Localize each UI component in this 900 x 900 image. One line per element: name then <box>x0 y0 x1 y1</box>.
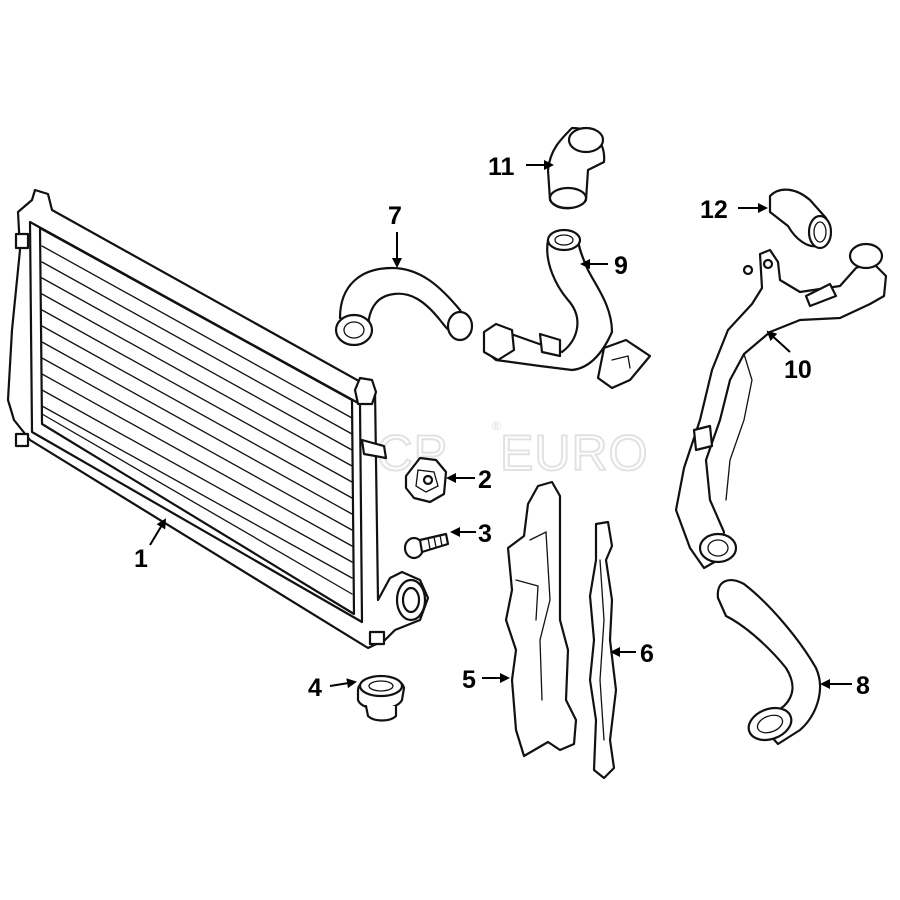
part-4-grommet <box>356 674 406 722</box>
callout-9: 9 <box>614 252 628 280</box>
watermark-registered: ® <box>492 419 501 433</box>
watermark-suffix: EURO <box>500 425 648 481</box>
part-7-hose <box>334 266 474 347</box>
callout-5: 5 <box>462 666 476 694</box>
part-9-charge-pipe <box>482 228 652 390</box>
part-2-bracket <box>404 456 448 504</box>
part-8-hose <box>716 579 821 746</box>
callout-11: 11 <box>488 153 515 181</box>
part-11-elbow-hose <box>546 126 606 210</box>
callout-3: 3 <box>478 520 492 548</box>
intercooler-fins <box>41 245 353 595</box>
callout-6: 6 <box>640 640 654 668</box>
part-1-intercooler <box>6 188 430 650</box>
part-5-air-guide <box>504 480 578 758</box>
callout-2: 2 <box>478 466 492 494</box>
callout-7: 7 <box>388 202 402 230</box>
callout-12: 12 <box>700 196 728 224</box>
callout-leaders <box>149 160 852 689</box>
part-10-charge-pipe <box>674 242 888 570</box>
callout-4: 4 <box>308 674 322 702</box>
part-3-bolt <box>403 532 450 560</box>
callout-labels: 1 2 3 4 5 6 7 8 9 10 11 12 <box>134 153 870 702</box>
callout-10: 10 <box>784 356 812 384</box>
callout-8: 8 <box>856 672 870 700</box>
part-6-air-guide <box>588 520 618 780</box>
callout-1: 1 <box>134 545 148 573</box>
part-12-short-hose <box>768 188 833 250</box>
